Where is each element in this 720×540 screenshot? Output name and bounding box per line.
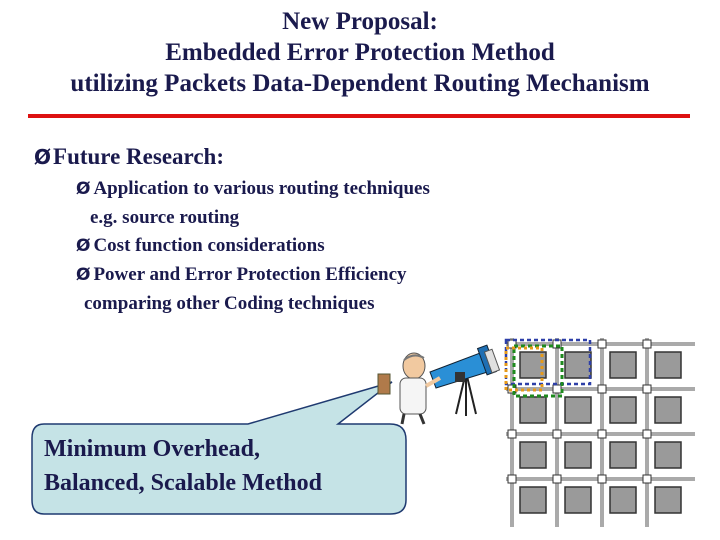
main-bullet: ØFuture Research: bbox=[34, 144, 224, 170]
mesh-router-node bbox=[507, 474, 517, 484]
sub-bullet-text: Application to various routing technique… bbox=[93, 178, 430, 199]
mesh-router-node bbox=[507, 429, 517, 439]
callout-bubble bbox=[31, 381, 407, 515]
mesh-router-node bbox=[597, 474, 607, 484]
telescope-icon bbox=[429, 344, 501, 389]
mesh-processing-element bbox=[519, 486, 547, 514]
mesh-router-node bbox=[642, 339, 652, 349]
scientist-icon bbox=[377, 352, 441, 425]
main-bullet-label: Future Research: bbox=[53, 144, 224, 169]
mesh-router-node bbox=[642, 384, 652, 394]
mesh-router-node bbox=[552, 474, 562, 484]
callout-line-2: Balanced, Scalable Method bbox=[44, 470, 323, 496]
mesh-processing-element bbox=[519, 441, 547, 469]
green-route-highlight bbox=[512, 344, 564, 398]
mesh-processing-element bbox=[654, 441, 682, 469]
title-line-1: New Proposal: bbox=[282, 8, 438, 35]
mesh-processing-element bbox=[654, 396, 682, 424]
mesh-processing-element bbox=[564, 486, 592, 514]
mesh-processing-element bbox=[564, 441, 592, 469]
orange-route-highlight bbox=[504, 346, 544, 392]
bullet-arrow-icon: Ø bbox=[34, 145, 52, 169]
slide-title: New Proposal: Embedded Error Protection … bbox=[0, 6, 720, 99]
mesh-processing-element bbox=[609, 486, 637, 514]
mesh-router-node bbox=[552, 384, 562, 394]
bullet-arrow-icon: Ø bbox=[76, 179, 91, 199]
bullet-arrow-icon: Ø bbox=[76, 236, 91, 256]
sub-bullet-1-continuation: e.g. source routing bbox=[90, 207, 240, 228]
title-line-2: Embedded Error Protection Method bbox=[165, 39, 555, 66]
callout-text: Minimum Overhead, Balanced, Scalable Met… bbox=[44, 432, 322, 500]
mesh-processing-element bbox=[564, 351, 592, 379]
mesh-router-node bbox=[597, 429, 607, 439]
blue-route-highlight bbox=[504, 338, 592, 386]
title-line-3: utilizing Packets Data-Dependent Routing… bbox=[70, 70, 650, 97]
mesh-router-node bbox=[642, 429, 652, 439]
bullet-arrow-icon: Ø bbox=[76, 265, 91, 285]
mesh-router-node bbox=[642, 474, 652, 484]
mesh-router-node bbox=[552, 429, 562, 439]
mesh-processing-element bbox=[609, 441, 637, 469]
sub-bullet-text: Power and Error Protection Efficiency bbox=[93, 264, 407, 285]
mesh-processing-element bbox=[609, 396, 637, 424]
callout-line-1: Minimum Overhead, bbox=[44, 436, 260, 462]
mesh-processing-element bbox=[564, 396, 592, 424]
mesh-processing-element bbox=[654, 486, 682, 514]
mesh-router-node bbox=[597, 384, 607, 394]
sub-bullet-3-continuation: comparing other Coding techniques bbox=[84, 293, 375, 314]
sub-bullet-text: Cost function considerations bbox=[93, 235, 325, 256]
mesh-processing-element bbox=[609, 351, 637, 379]
title-underline-rule bbox=[28, 114, 690, 118]
mesh-router-node bbox=[597, 339, 607, 349]
mesh-processing-element bbox=[519, 396, 547, 424]
mesh-processing-element bbox=[654, 351, 682, 379]
